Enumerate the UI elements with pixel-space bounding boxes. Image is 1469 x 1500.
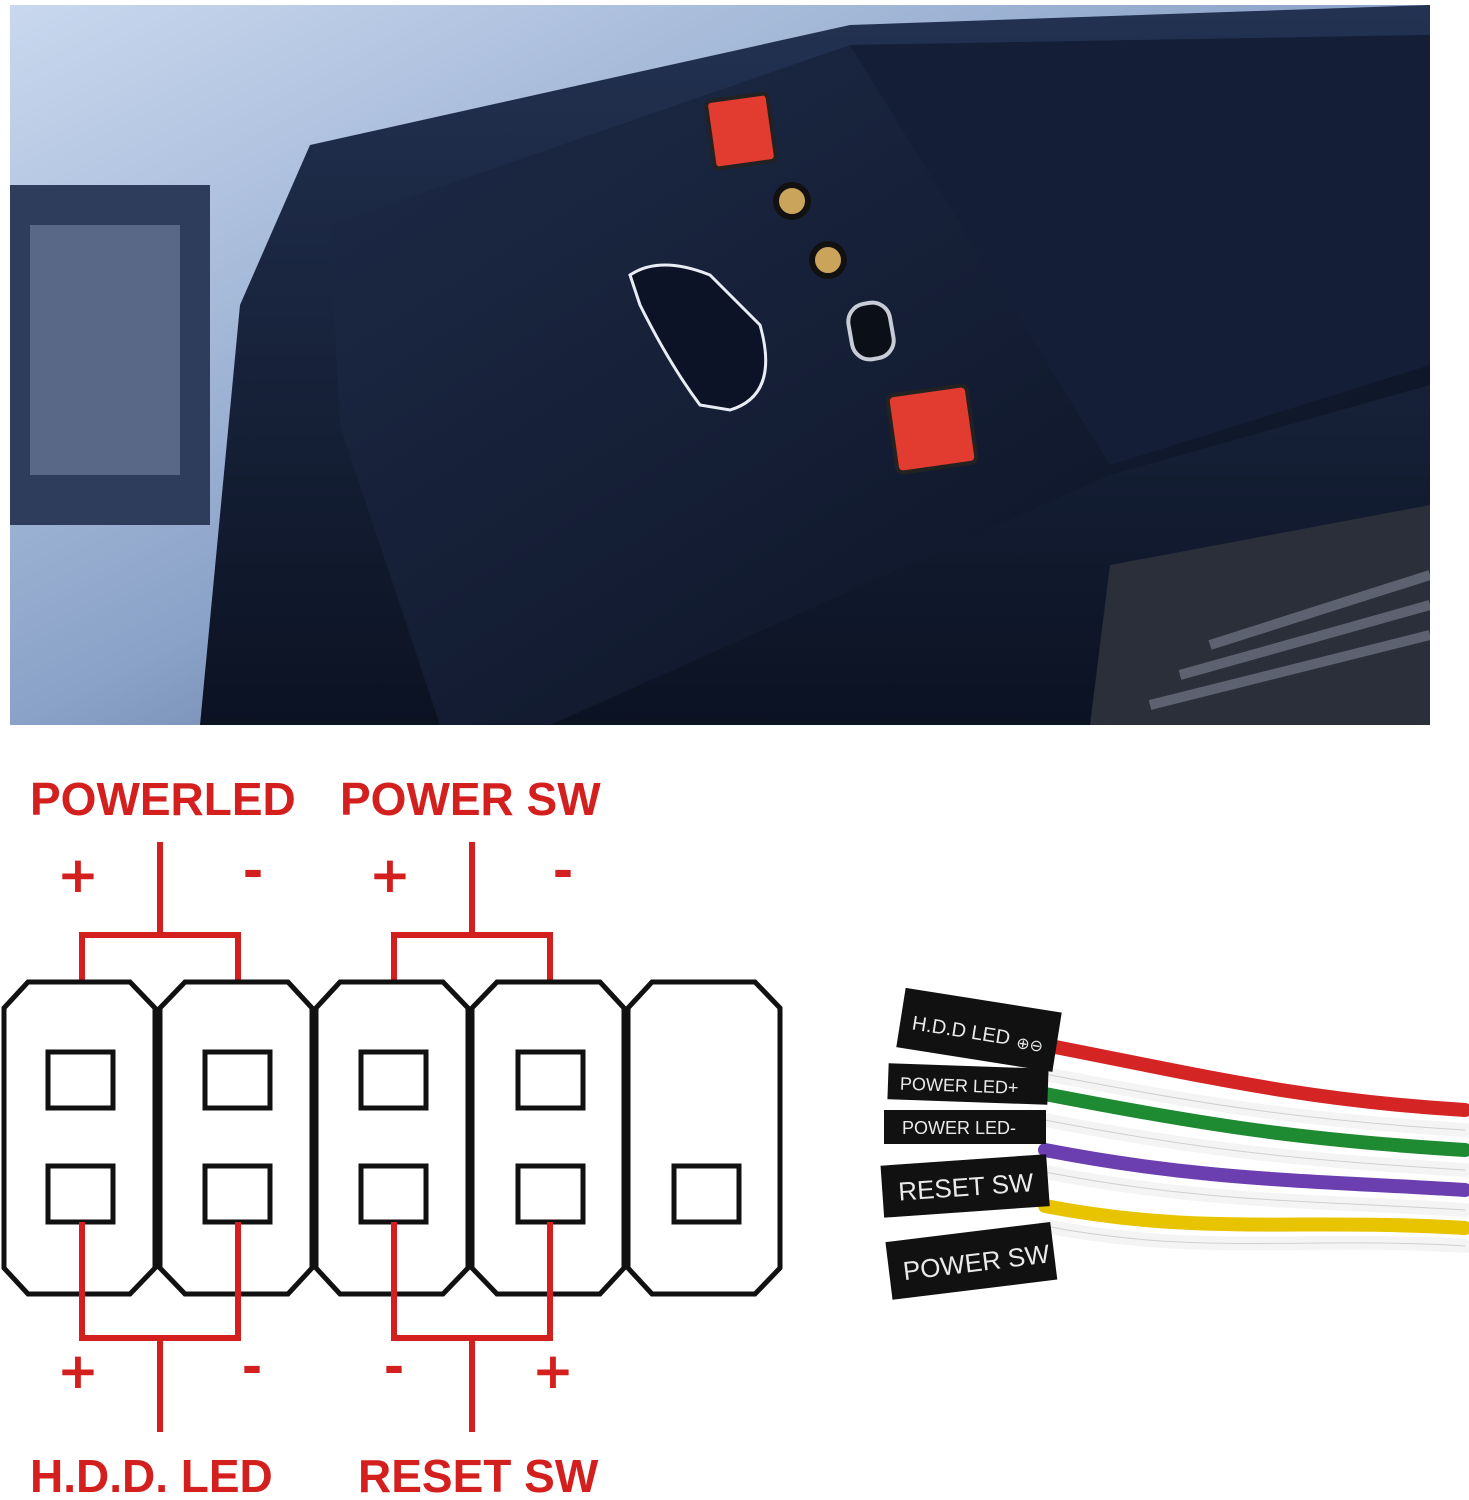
header-block-2 bbox=[157, 979, 315, 1297]
connector-reset-sw: RESET SW bbox=[880, 1154, 1050, 1218]
cable-wire-outline bbox=[1044, 1073, 1466, 1131]
case-vent bbox=[1090, 505, 1430, 725]
connector-signs: ⊕⊖ bbox=[1015, 1035, 1044, 1056]
label-reset-sw: RESET SW bbox=[358, 1450, 599, 1500]
cable-wire-outline bbox=[1044, 1225, 1466, 1247]
cable-wire bbox=[1038, 1087, 1469, 1157]
reset-sw-plus-sign: + bbox=[532, 1342, 574, 1400]
power-sw-minus-sign: - bbox=[553, 842, 574, 900]
label-power-sw: POWER SW bbox=[340, 773, 601, 825]
connector-power-led-minus: POWER LED- bbox=[884, 1110, 1046, 1144]
pin-header-diagram: POWERLED POWER SW + - + - bbox=[0, 740, 1469, 1500]
header-blocks bbox=[1, 979, 783, 1297]
bottom-brackets bbox=[79, 1222, 553, 1432]
cable-wires bbox=[1038, 1038, 1469, 1253]
power-led-plus-sign: + bbox=[57, 846, 99, 904]
cable-wire bbox=[1038, 1038, 1469, 1117]
audio-jack-1 bbox=[773, 182, 811, 220]
connector-power-led-plus: POWER LED+ bbox=[887, 1063, 1049, 1105]
usb-a-port-bottom bbox=[885, 383, 979, 475]
pin bbox=[202, 1163, 273, 1225]
pin bbox=[202, 1049, 273, 1111]
pin bbox=[515, 1049, 586, 1111]
reset-sw-minus-sign: - bbox=[384, 1338, 405, 1396]
pin bbox=[45, 1163, 116, 1225]
cable-wire-outline bbox=[1044, 1171, 1466, 1211]
cable-wire bbox=[1038, 1143, 1469, 1197]
connector-label: POWER LED+ bbox=[900, 1074, 1019, 1098]
hdd-led-minus-sign: - bbox=[242, 1338, 263, 1396]
usb-a-port-top bbox=[704, 91, 778, 171]
pin bbox=[45, 1049, 116, 1111]
power-button bbox=[628, 263, 768, 412]
pin bbox=[358, 1049, 429, 1111]
power-led-minus-sign: - bbox=[243, 842, 264, 900]
audio-jack-2 bbox=[809, 241, 847, 279]
pc-case-photo bbox=[10, 5, 1430, 725]
header-block-1 bbox=[1, 979, 158, 1297]
connector-hdd-led: H.D.D LED ⊕⊖ bbox=[896, 987, 1062, 1072]
pin bbox=[515, 1163, 586, 1225]
header-block-3 bbox=[313, 979, 471, 1297]
label-power-led: POWERLED bbox=[30, 773, 296, 825]
pin bbox=[671, 1163, 742, 1225]
cable-wire bbox=[1038, 1199, 1469, 1235]
header-block-4 bbox=[469, 979, 627, 1297]
power-sw-plus-sign: + bbox=[369, 846, 411, 904]
pin bbox=[358, 1163, 429, 1225]
hdd-led-plus-sign: + bbox=[57, 1342, 99, 1400]
connector-label: POWER LED- bbox=[902, 1118, 1016, 1138]
pc-case-illustration bbox=[10, 5, 1430, 725]
label-hdd-led: H.D.D. LED bbox=[30, 1450, 273, 1500]
cable-connectors: H.D.D LED ⊕⊖ POWER LED+ POWER LED- RESET… bbox=[880, 987, 1062, 1300]
usb-c-port bbox=[846, 300, 896, 362]
connector-power-sw: POWER SW bbox=[885, 1221, 1058, 1300]
pin-header-svg: POWERLED POWER SW + - + - bbox=[1, 773, 1469, 1500]
header-block-5 bbox=[625, 979, 783, 1297]
cable-wire-outline bbox=[1044, 1119, 1466, 1171]
